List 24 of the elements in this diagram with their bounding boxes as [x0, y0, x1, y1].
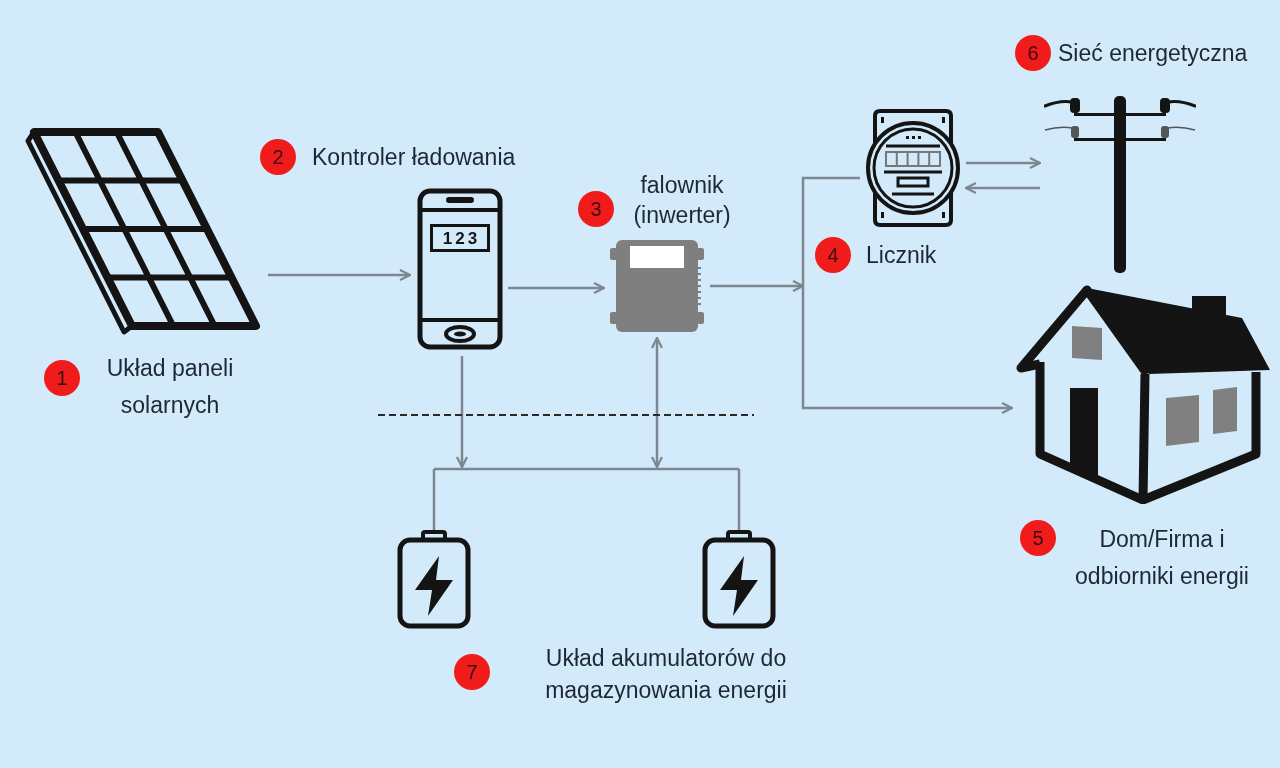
node-label: falownik (inwerter) [632, 171, 732, 230]
node-label: Układ akumulatorów do magazynowania energii [544, 644, 788, 705]
arrow [455, 356, 469, 469]
node-label: Licznik [866, 241, 937, 270]
electric-meter-icon [864, 108, 962, 228]
callout-number: 1 [44, 360, 80, 396]
callout-number: 3 [578, 191, 614, 227]
node-label: Dom/Firma i odbiorniki energii [1074, 525, 1250, 591]
node-label: Kontroler ładowania [312, 143, 516, 172]
arrow [650, 336, 664, 469]
inverter-cabinet-icon [608, 238, 706, 334]
callout-number: 4 [815, 237, 851, 273]
arrow [508, 281, 606, 295]
connector-line [801, 176, 860, 286]
arrow [268, 268, 412, 282]
node-label: Układ paneli solarnych [105, 354, 235, 420]
node-label: Sieć energetyczna [1058, 39, 1248, 68]
callout-number: 7 [454, 654, 490, 690]
callout-number: 5 [1020, 520, 1056, 556]
callout-number: 6 [1015, 35, 1051, 71]
arrow [966, 156, 1042, 170]
callout-number: 2 [260, 139, 296, 175]
digit-display: 123 [430, 224, 490, 252]
arrow [964, 181, 1040, 195]
